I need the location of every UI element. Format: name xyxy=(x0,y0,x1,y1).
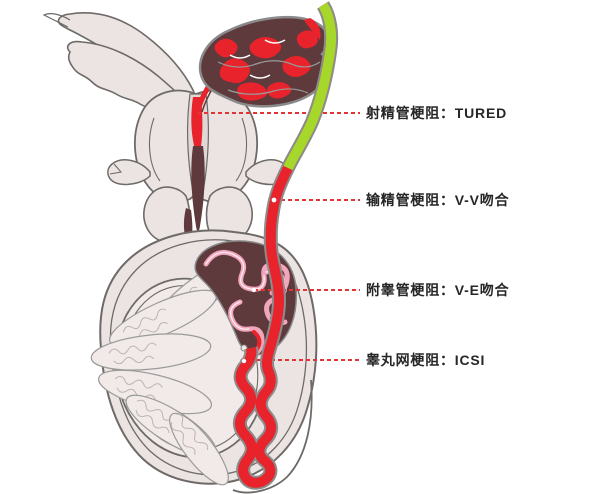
leader-dot-vas xyxy=(271,197,277,203)
vas-deferens-tube xyxy=(232,1,339,490)
urethral-bulbs xyxy=(143,186,253,244)
label-epididymal-duct-obstruction: 附睾管梗阻：V-E吻合 xyxy=(366,282,510,298)
label-rete-testis-obstruction: 睾丸网梗阻：ICSI xyxy=(366,352,486,368)
leader-dot-epididymis xyxy=(251,287,257,293)
right-seminal-vesicle xyxy=(198,15,330,108)
label-ejaculatory-duct-obstruction: 射精管梗阻：TURED xyxy=(366,105,508,121)
testis-lobules xyxy=(90,260,239,486)
leader-dot-rete xyxy=(241,358,247,364)
patent-green-segment xyxy=(283,2,337,171)
label-vas-deferens-obstruction: 输精管梗阻：V-V吻合 xyxy=(366,192,510,208)
